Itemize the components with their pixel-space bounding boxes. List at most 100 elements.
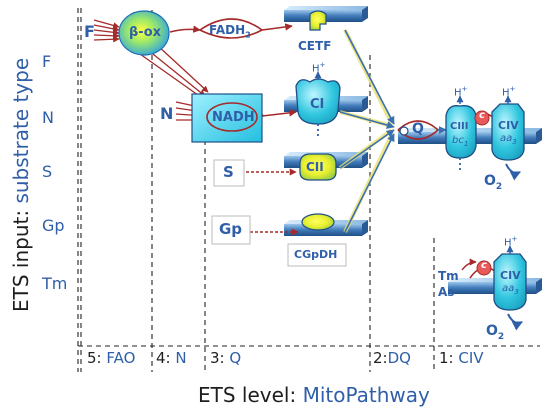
civ-tm-h-text: H — [504, 237, 512, 249]
level-1-num: 1: — [439, 349, 454, 367]
ciii-sub-main: bc — [452, 135, 464, 146]
y-axis-title: ETS input: substrate type — [9, 57, 33, 312]
ciii-sub: 1 — [463, 140, 469, 148]
level-1: 1: CIV — [439, 351, 484, 366]
level-4: 4: N — [156, 351, 187, 366]
row-label-gp: Gp — [42, 216, 65, 235]
o2-tm-sub: 2 — [497, 331, 505, 342]
ciii-h-text: H — [454, 87, 462, 99]
level-4-num: 4: — [156, 349, 171, 367]
cetf-label: CETF — [298, 39, 332, 53]
cyt-c-tm-label: c — [481, 260, 487, 271]
cii-complex — [299, 153, 337, 181]
cgpdh-complex — [301, 213, 335, 231]
ciii-h-sup: + — [461, 85, 468, 93]
q-dot — [399, 126, 409, 136]
cyt-c-main-label: c — [479, 110, 485, 121]
ci-h-sup: + — [319, 61, 326, 69]
electron-flow-to-q — [338, 29, 395, 233]
ciii-label: CIII — [450, 121, 469, 132]
x-axis-title: ETS level: MitoPathway — [198, 385, 430, 405]
civ-tm-sub: 3 — [514, 288, 519, 296]
level-5-num: 5: — [87, 349, 102, 367]
ci-h-plus: H+ — [312, 62, 325, 74]
o2-tm-label: O2 — [486, 324, 504, 342]
civ-tm-complex — [493, 253, 527, 311]
level-2-num: 2: — [373, 349, 388, 367]
cetf-complex — [309, 10, 327, 31]
tm-to-c-arrow — [461, 258, 477, 271]
o2-tm-text: O — [486, 323, 498, 339]
beta-ox-label: β-ox — [129, 25, 162, 40]
q-label: Q — [412, 121, 424, 137]
f-input-label: F — [84, 22, 95, 41]
level-2-name: DQ — [387, 349, 411, 367]
gp-input-label: Gp — [219, 220, 243, 238]
y-axis-title-suffix: substrate type — [9, 57, 33, 204]
civ-sub: 3 — [512, 138, 517, 146]
civ-tm-h-plus: H+ — [504, 236, 517, 248]
level-separators — [77, 8, 435, 372]
civ-tm-h-sup: + — [511, 235, 518, 243]
s-input-label: S — [223, 163, 234, 181]
tm-label: Tm — [438, 269, 459, 283]
civ-h-plus: H+ — [502, 86, 515, 98]
f-input-arrows — [93, 19, 120, 43]
row-label-n: N — [42, 108, 54, 127]
civ-label: CIV — [498, 119, 519, 132]
civ-sublabel: aa3 — [500, 134, 517, 146]
nadh-box — [191, 93, 263, 143]
fadh2-loop — [199, 18, 264, 39]
ciii-sublabel: bc1 — [452, 136, 468, 148]
cgpdh-label-box — [287, 243, 347, 267]
level-1-name: CIV — [458, 349, 484, 367]
betaox-to-fadh2-arrow — [169, 25, 201, 33]
as-label: As — [438, 285, 455, 299]
row-label-s: S — [42, 162, 53, 181]
civ-tm-sublabel: aa3 — [502, 284, 519, 296]
civ-tm-o2-arrow — [507, 313, 523, 331]
o2-main-text: O — [484, 173, 496, 189]
ciii-h-plus: H+ — [454, 86, 467, 98]
level-2: 2:DQ — [373, 351, 411, 366]
level-4-name: N — [175, 349, 187, 367]
s-box — [213, 159, 245, 187]
betaox-to-nadh-arrows — [139, 44, 209, 101]
x-axis-title-suffix: MitoPathway — [302, 383, 430, 407]
civ-o2-arrow — [505, 163, 521, 181]
beta-ox-node — [118, 10, 170, 56]
row-label-f: F — [42, 52, 52, 71]
cyt-c-tm — [476, 260, 492, 276]
level-3-name: Q — [229, 349, 242, 367]
level-3-num: 3: — [210, 349, 225, 367]
row-label-tm: Tm — [42, 274, 68, 293]
nadh-to-ci-arrow — [261, 109, 297, 117]
n-input-label: N — [160, 104, 174, 123]
fadh2-text: FADH — [209, 23, 246, 37]
cgpdh-label: CGpDH — [294, 248, 338, 261]
civ-tm-label: CIV — [500, 269, 521, 282]
ci-complex — [295, 78, 341, 125]
gp-box — [211, 215, 251, 245]
nadh-ellipse — [206, 102, 258, 132]
level-3: 3: Q — [210, 351, 241, 366]
civ-tm-sub-main: aa — [502, 283, 515, 294]
o2-main-sub: 2 — [495, 181, 503, 192]
cii-label: CII — [306, 160, 324, 174]
o2-main-label: O2 — [484, 174, 502, 192]
civ-h-text: H — [502, 87, 510, 99]
fadh2-to-cetf-arrow — [261, 23, 293, 31]
y-axis-title-prefix: ETS input: — [9, 203, 33, 312]
ciii-complex — [445, 105, 477, 159]
civ-complex — [491, 103, 525, 161]
fadh2-sub: 2 — [245, 30, 251, 40]
ci-h-text: H — [312, 63, 320, 75]
cyt-c-main — [474, 110, 490, 126]
fadh2-label: FADH2 — [209, 24, 251, 39]
level-5: 5: FAO — [87, 351, 135, 366]
nadh-label: NADH — [212, 110, 255, 125]
civ-sub-main: aa — [500, 133, 513, 144]
x-axis-title-prefix: ETS level: — [198, 383, 303, 407]
